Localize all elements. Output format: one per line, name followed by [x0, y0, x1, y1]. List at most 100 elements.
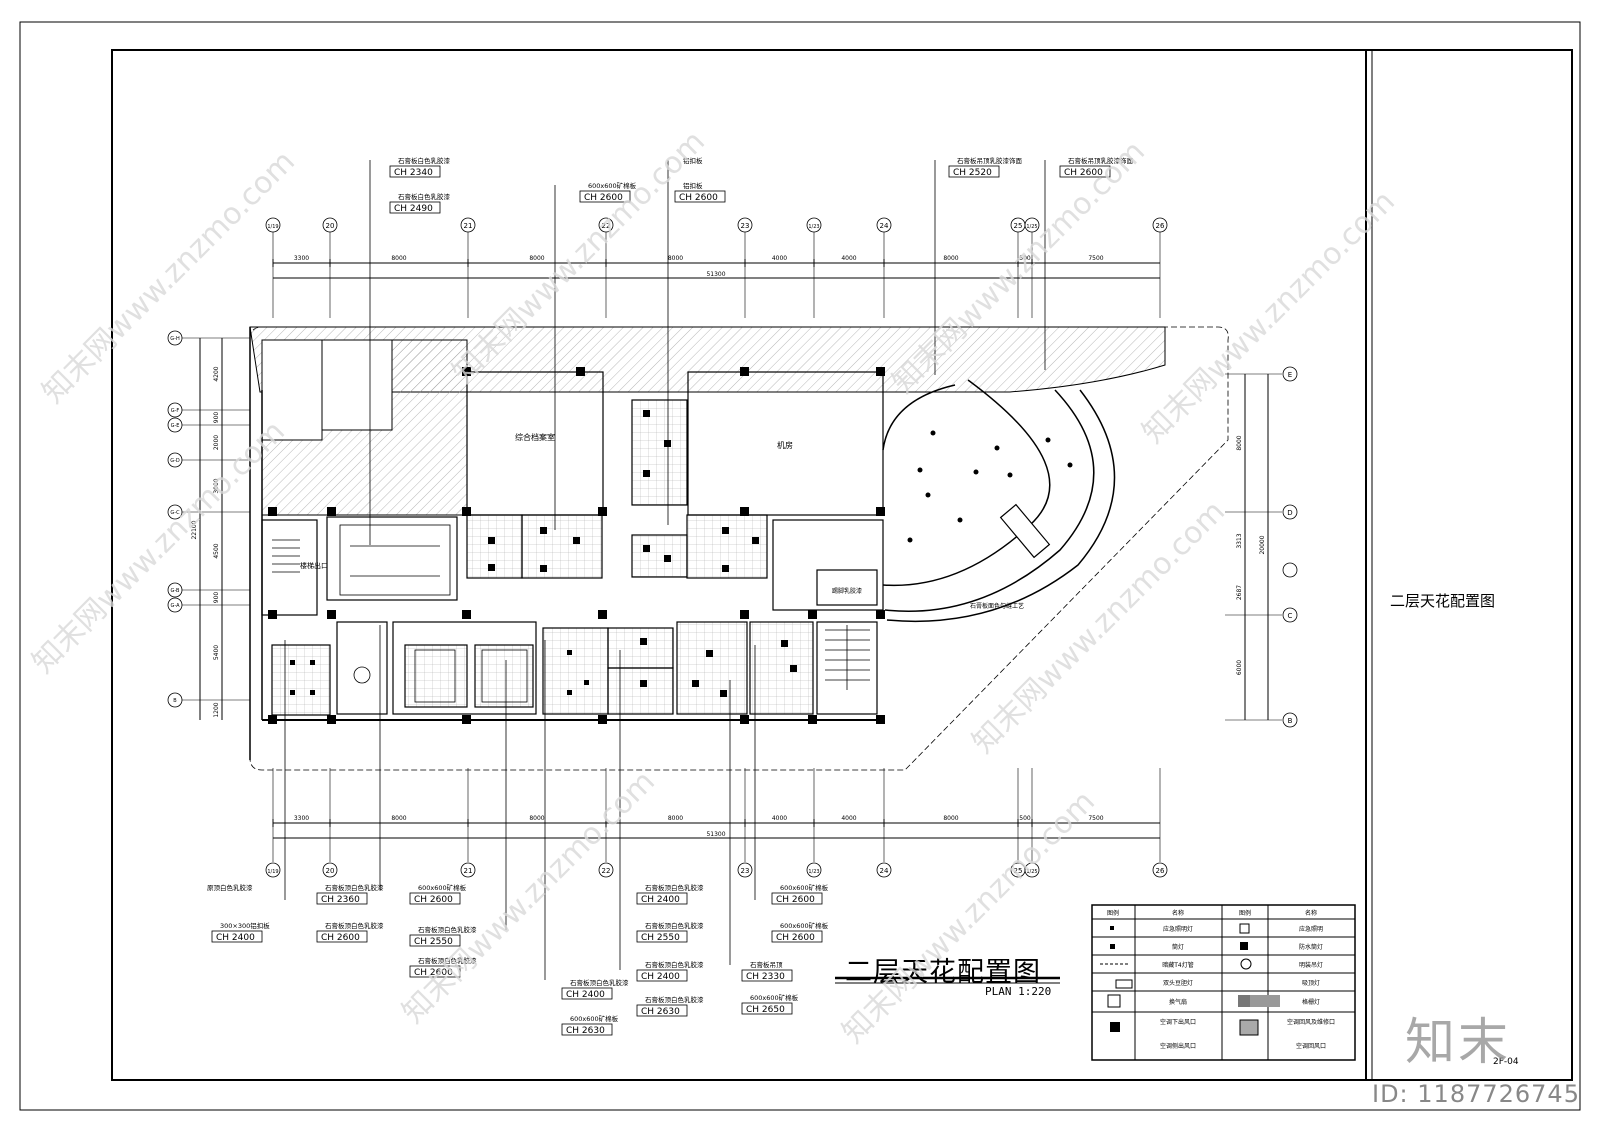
dimension-text: 4000 [772, 255, 787, 262]
bottom-callout-ch: CH 2550 [414, 937, 453, 947]
bottom-callout-box [409, 934, 461, 947]
axis-bubble-left [167, 504, 183, 520]
dimension-total: 20000 [1259, 535, 1266, 554]
dimension-text: 4000 [841, 255, 856, 262]
top-callout-ch: CH 2520 [953, 168, 992, 178]
dimension-total: 51300 [706, 831, 725, 838]
bottom-callout-box [741, 1002, 793, 1015]
stair-right [825, 625, 870, 690]
dimension-text: 7500 [1088, 255, 1103, 262]
top-callout-name: 石膏板白色乳胶漆 [398, 192, 451, 201]
room-label-archive: 综合档案室 [515, 432, 555, 442]
axis-label-bottom: 21 [464, 867, 473, 875]
legend-name-left: 空调下出风口 [1160, 1018, 1196, 1026]
axis-bubble-right [1282, 504, 1298, 520]
dimension-text: 8000 [391, 255, 406, 262]
axis-grid-lines [182, 232, 1282, 862]
bottom-callout-name: 600x600矿棉板 [570, 1014, 619, 1023]
callout-corridor: 踢脚乳胶漆 [832, 587, 862, 595]
dimension-text: 4200 [213, 366, 220, 381]
dimension-text: 3300 [294, 255, 309, 262]
bottom-callout-name: 石膏板顶白色乳胶漆 [645, 883, 704, 892]
axis-label-left: G-F [171, 408, 180, 414]
bottom-callout-box [561, 1023, 613, 1036]
top-callout-box [389, 201, 441, 214]
curve-spot-lights [907, 430, 1073, 543]
bottom-callout-box [771, 930, 823, 943]
top-callout-ch: CH 2600 [1064, 168, 1103, 178]
dimension-text: 8000 [391, 815, 406, 822]
bottom-callout-name: 600x600矿棉板 [780, 921, 829, 930]
axis-bubble-right [1282, 607, 1298, 623]
top-callout-ch: CH 2600 [679, 193, 718, 203]
axis-label-bottom: 25 [1014, 867, 1023, 875]
legend-table [1091, 904, 1356, 1061]
axis-bubbles: 1/191/1920202121222223231/231/2324242525… [167, 217, 1298, 878]
legend-name-right: 明装吊灯 [1299, 961, 1323, 969]
bottom-callout-name: 石膏板顶白色乳胶漆 [570, 978, 629, 987]
axis-label-top: 20 [326, 222, 335, 230]
legend-header: 名称 [1305, 909, 1317, 917]
building-boundary [249, 326, 1229, 771]
top-callout-box [389, 165, 441, 178]
bottom-callout-name: 石膏板顶白色乳胶漆 [418, 956, 477, 965]
plan-scale: PLAN 1:220 [985, 985, 1052, 998]
dimension-total: 22100 [191, 520, 198, 539]
plan-title: 二层天花配置图 [845, 957, 1041, 988]
bottom-callout-ch: CH 2400 [641, 895, 680, 905]
axis-label-bottom: 20 [326, 867, 335, 875]
axis-label-bottom: 24 [880, 867, 889, 875]
bottom-callout-ch: CH 2400 [216, 933, 255, 943]
top-callout-box [674, 190, 726, 203]
axis-label-bottom: 1/19 [267, 869, 278, 875]
dimension-text: 900 [213, 412, 220, 424]
dimension-text: 900 [213, 592, 220, 604]
bottom-callout-name: 石膏板顶白色乳胶漆 [645, 960, 704, 969]
axis-label-left: G-C [170, 510, 180, 516]
bottom-callout-ch: CH 2600 [414, 968, 453, 978]
legend-text: 图例名称图例名称应急照明灯应急照明筒灯防水筒灯暗藏T4灯管明装吊灯双头豆胆灯吸顶… [1107, 909, 1335, 1050]
dimension-total: 51300 [706, 271, 725, 278]
axis-label-top: 21 [464, 222, 473, 230]
axis-bubble-top [1152, 217, 1168, 233]
image-id: ID: 1187726745 [1372, 1080, 1580, 1108]
axis-label-top: 26 [1156, 222, 1165, 230]
dimension-text: 8000 [943, 255, 958, 262]
axis-label-top: 22 [602, 222, 611, 230]
legend-name-right: 应急照明 [1299, 925, 1323, 933]
axis-bubble-top [322, 217, 338, 233]
bottom-callout-box [636, 930, 688, 943]
axis-bubble-top [598, 217, 614, 233]
axis-label-bottom: 26 [1156, 867, 1165, 875]
axis-label-bottom: 1/23 [808, 869, 819, 875]
axis-bubble-right [1282, 366, 1298, 382]
bottom-callout-ch: CH 2600 [414, 895, 453, 905]
top-callout-name: 铝扣板 [683, 181, 703, 190]
legend-name-right: 防水筒灯 [1299, 943, 1323, 951]
bottom-callout-box [636, 1004, 688, 1017]
bottom-callout-ch: CH 2400 [566, 990, 605, 1000]
top-callout-ch: CH 2490 [394, 204, 433, 214]
dimension-text: 7500 [1088, 815, 1103, 822]
axis-label-top: 23 [741, 222, 750, 230]
axis-label-left: B [173, 698, 177, 704]
axis-bubble-bottom [806, 862, 822, 878]
dimension-text: 3300 [294, 815, 309, 822]
legend-name-left: 应急照明灯 [1163, 925, 1193, 933]
dimension-text: 4500 [213, 543, 220, 558]
dimension-text: 8000 [1236, 435, 1243, 450]
legend-name-right: 空调回风及维修口 [1287, 1018, 1335, 1026]
dimension-text: 5400 [213, 645, 220, 660]
legend-name-left: 暗藏T4灯管 [1162, 961, 1193, 969]
bottom-callout-name: 石膏板顶白色乳胶漆 [645, 995, 704, 1004]
dimension-text: 2000 [213, 435, 220, 450]
axis-bubble-top [876, 217, 892, 233]
callout-leaders [284, 160, 1046, 980]
stair-left [272, 539, 300, 573]
legend-name-left: 换气扇 [1169, 998, 1187, 1006]
top-callout-name: 铝扣板 [683, 156, 703, 165]
top-callout-ch: CH 2600 [584, 193, 623, 203]
dimension-text: 500 [1019, 255, 1031, 262]
